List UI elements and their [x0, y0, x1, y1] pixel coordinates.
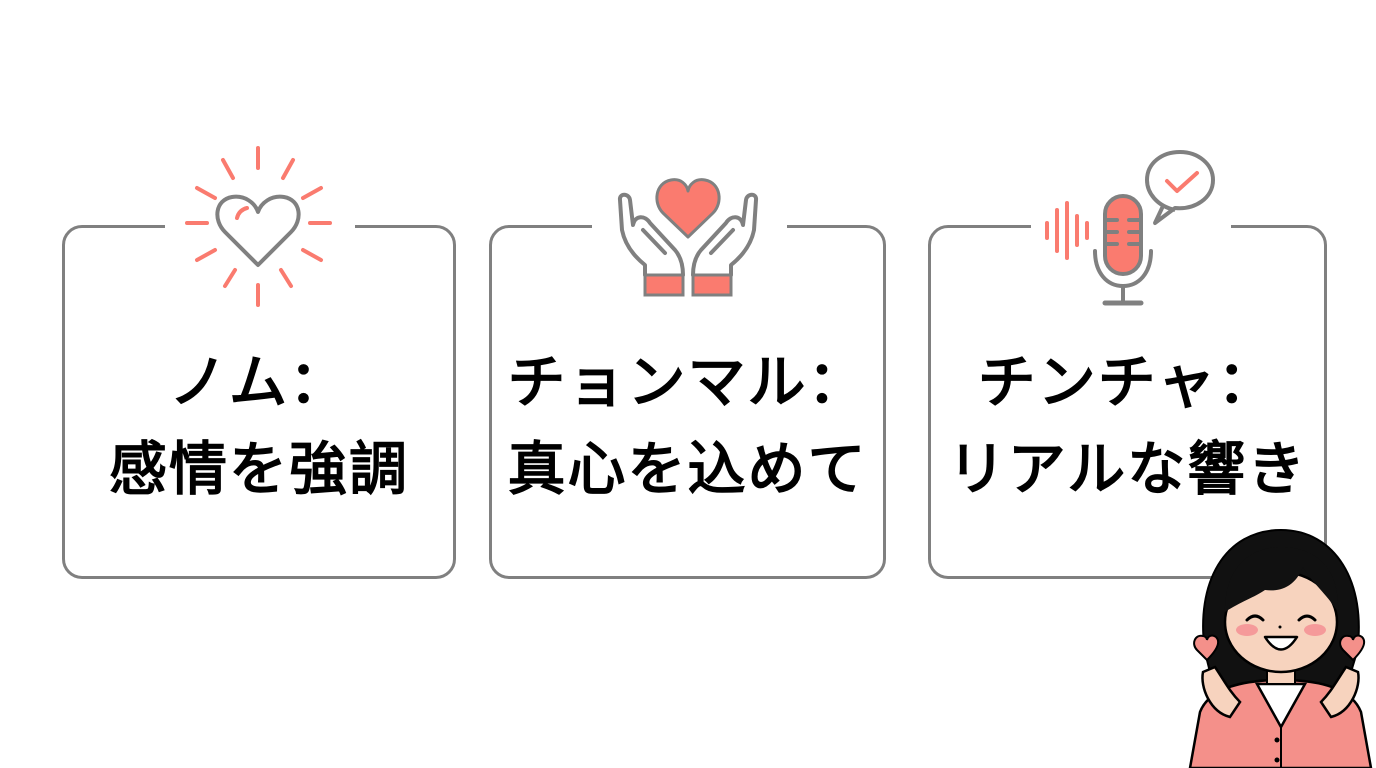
card-title-line1: チョンマル： — [507, 348, 868, 416]
card-border-gap — [165, 224, 355, 230]
card-title-line2: 感情を強調 — [108, 435, 409, 503]
girl-finger-heart-icon — [1188, 528, 1373, 768]
card-title-line2: 真心を込めて — [507, 435, 868, 503]
radiant-heart-icon — [185, 146, 332, 307]
card-jeongmal: チョンマル： 真心を込めて — [489, 224, 886, 579]
microphone-check-icon — [1045, 150, 1215, 306]
card-title-line2: リアルな響き — [947, 435, 1308, 503]
card-title-line1: ノム： — [168, 348, 349, 416]
hands-holding-heart-icon — [617, 178, 759, 297]
card-title-line1: チンチャ： — [977, 348, 1278, 416]
